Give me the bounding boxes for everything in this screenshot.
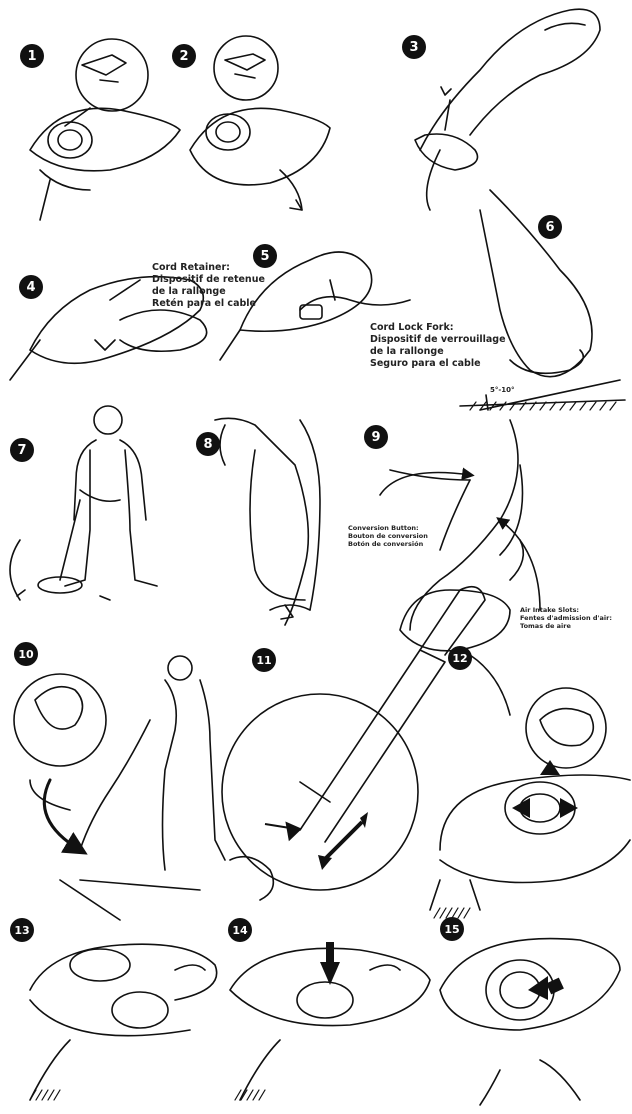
panel-2-illustration <box>190 36 330 210</box>
air-intake-line-es: Tomas de aire <box>520 622 612 630</box>
angle-label: 5°-10° <box>490 386 515 395</box>
step-13-badge: 13 <box>10 918 34 942</box>
hatching <box>30 402 616 1100</box>
conversion-button-line-es: Botón de conversión <box>348 540 428 548</box>
step-7-badge: 7 <box>10 438 34 462</box>
step-12-badge: 12 <box>448 646 472 670</box>
air-intake-line-en: Air Intake Slots: <box>520 606 612 614</box>
cord-retainer-line-fr: Dispositif de retenue <box>152 274 265 286</box>
step-14-badge: 14 <box>228 918 252 942</box>
step-4-badge: 4 <box>19 275 43 299</box>
air-intake-label: Air Intake Slots: Fentes d'admission d'a… <box>520 606 612 630</box>
cord-lock-fork-line-es: Seguro para el cable <box>370 358 506 370</box>
step-9-badge: 9 <box>364 425 388 449</box>
panel-7-illustration <box>10 406 157 600</box>
cord-retainer-line-es: Retén para el cable <box>152 298 265 310</box>
conversion-button-line-en: Conversion Button: <box>348 524 428 532</box>
panel-15-illustration <box>440 939 620 1105</box>
conversion-button-label: Conversion Button: Bouton de conversion … <box>348 524 428 548</box>
cord-retainer-line-fr-2: de la rallonge <box>152 286 265 298</box>
air-intake-line-fr: Fentes d'admission d'air: <box>520 614 612 622</box>
panel-9-illustration <box>390 420 523 715</box>
cord-lock-fork-line-fr-2: de la rallonge <box>370 346 506 358</box>
step-2-badge: 2 <box>172 44 196 68</box>
panel-11-illustration <box>222 587 485 900</box>
panel-8-illustration <box>215 418 320 625</box>
step-1-badge: 1 <box>20 44 44 68</box>
step-8-badge: 8 <box>196 432 220 456</box>
cord-lock-fork-line-fr: Dispositif de verrouillage <box>370 334 506 346</box>
step-10-badge: 10 <box>14 642 38 666</box>
panel-13-illustration <box>30 944 217 1100</box>
panel-1-illustration <box>30 39 180 220</box>
panel-3-illustration <box>415 9 600 210</box>
conversion-button-line-fr: Bouton de conversion <box>348 532 428 540</box>
cord-retainer-label: Cord Retainer: Dispositif de retenue de … <box>152 262 265 310</box>
step-11-badge: 11 <box>252 648 276 672</box>
step-15-badge: 15 <box>440 917 464 941</box>
step-6-badge: 6 <box>538 215 562 239</box>
step-3-badge: 3 <box>402 35 426 59</box>
cord-lock-fork-line-en: Cord Lock Fork: <box>370 322 506 334</box>
cord-retainer-line-en: Cord Retainer: <box>152 262 265 274</box>
cord-lock-fork-label: Cord Lock Fork: Dispositif de verrouilla… <box>370 322 506 370</box>
